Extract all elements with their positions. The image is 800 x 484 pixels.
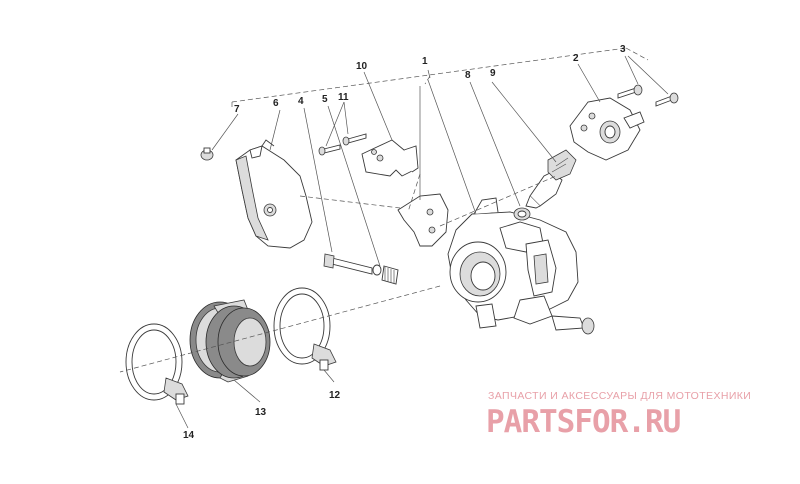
callout-13: 13 (255, 407, 267, 418)
part-9-o-ring (513, 207, 531, 221)
callout-8: 8 (465, 70, 471, 81)
part-7-screw (200, 147, 214, 161)
part-14-clamp (125, 323, 189, 405)
callout-9: 9 (490, 68, 496, 79)
callout-7: 7 (234, 104, 240, 115)
part-13-intake-sleeve (189, 299, 271, 383)
assembly-frame-lines (231, 47, 649, 110)
part-3-screws (617, 84, 679, 107)
part-2-fuel-rail (569, 97, 645, 161)
callout-6: 6 (273, 98, 279, 109)
callout-11: 11 (338, 92, 349, 103)
part-11-screws (318, 133, 367, 156)
part-10-bracket (361, 139, 419, 177)
leader-lines (119, 55, 669, 429)
callout-labels: 1 2 3 4 5 6 7 8 9 10 11 12 13 14 (183, 44, 626, 441)
part-12-clamp (273, 287, 337, 371)
callout-10: 10 (356, 61, 368, 72)
part-8-injector (525, 149, 577, 209)
callout-2: 2 (573, 53, 579, 64)
part-4-bolt (323, 253, 373, 275)
callout-1: 1 (422, 56, 428, 67)
callout-3: 3 (620, 44, 626, 55)
part-5-spring (372, 264, 399, 285)
watermark-logo: PARTSFOR.RU (486, 404, 681, 440)
callout-12: 12 (329, 390, 341, 401)
part-1-throttle-body (447, 197, 595, 335)
sensor-bracket (397, 193, 449, 247)
callout-4: 4 (298, 96, 304, 107)
part-6-cover (235, 139, 313, 249)
callout-5: 5 (322, 94, 328, 105)
callout-14: 14 (183, 430, 195, 441)
watermark-caption: ЗАПЧАСТИ И АКСЕССУАРЫ ДЛЯ МОТОТЕХНИКИ (488, 390, 752, 402)
